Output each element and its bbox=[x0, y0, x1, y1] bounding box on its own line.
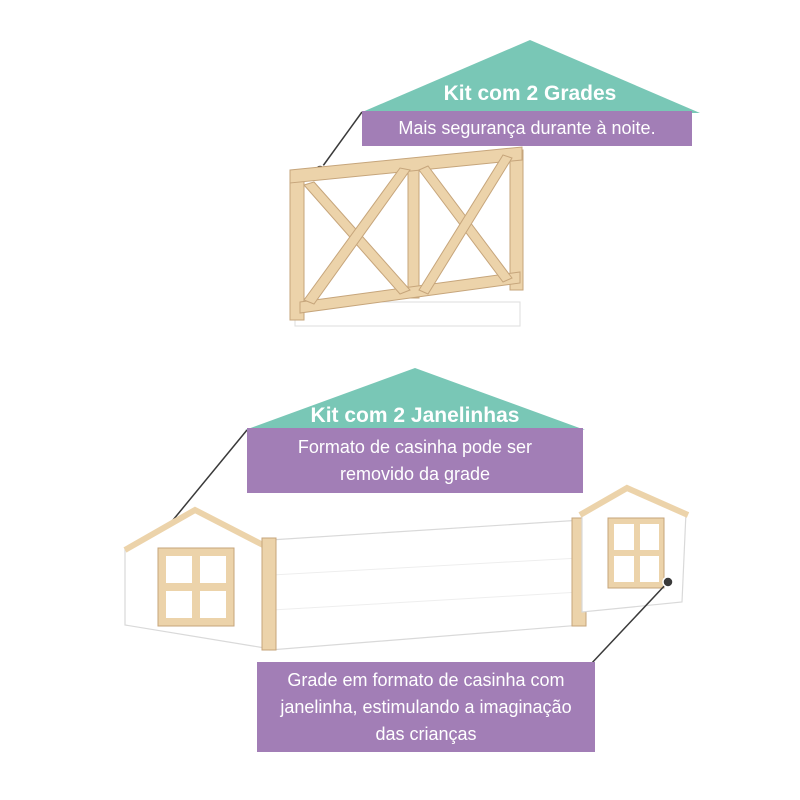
casinha-line-1: Grade em formato de casinha com bbox=[287, 669, 565, 690]
grades-title-banner bbox=[360, 40, 700, 113]
janelinhas-title: Kit com 2 Janelinhas bbox=[310, 404, 520, 427]
casinha-description: Grade em formato de casinha com janelinh… bbox=[257, 662, 595, 752]
grades-subtitle: Mais segurança durante à noite. bbox=[362, 111, 692, 146]
casinha-pointer-dot bbox=[662, 576, 674, 588]
janelinhas-subtitle: Formato de casinha pode ser removido da … bbox=[247, 428, 583, 493]
casinha-pointer-line bbox=[589, 581, 669, 666]
wooden-grade bbox=[289, 146, 524, 327]
grades-title: Kit com 2 Grades bbox=[443, 82, 617, 105]
janelinhas-subtitle-line-2: removido da grade bbox=[339, 463, 491, 484]
grades-pointer-line bbox=[319, 111, 363, 171]
house-grade bbox=[123, 484, 690, 651]
casinha-line-3: das crianças bbox=[375, 723, 477, 744]
janelinhas-title-banner bbox=[245, 368, 585, 430]
casinha-line-2: janelinha, estimulando a imaginação bbox=[280, 696, 572, 717]
janelinhas-subtitle-line-1: Formato de casinha pode ser bbox=[297, 436, 533, 457]
